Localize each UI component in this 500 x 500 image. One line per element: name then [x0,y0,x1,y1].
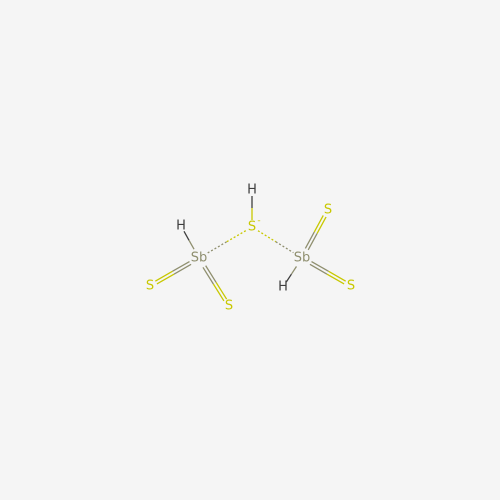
atom-label: Sb [191,251,208,266]
bond-sb2-s5 [309,261,347,285]
atom-label-backdrop [143,279,157,293]
atom-h1: H [175,219,187,234]
atom-sb2: Sb [292,248,312,268]
atom-label: H [176,219,186,234]
atom-label-backdrop [277,281,289,293]
bond-h1-sb1 [183,230,195,250]
atom-label-backdrop [175,220,187,232]
bonds-layer [154,196,347,302]
atom-s1: S [143,279,157,294]
atom-s2: S [222,299,236,314]
atom-s3: S- [245,216,261,235]
atom-h2: H [246,183,258,198]
bond-s3-sb2 [257,230,294,254]
bond-sb1-s3 [207,229,247,254]
atom-label-backdrop [245,220,259,234]
atom-label-backdrop [321,203,335,217]
atom-s4: S [321,203,335,218]
bond-sb1-s1 [154,261,192,285]
atom-label-backdrop [189,248,209,268]
atom-label-backdrop [292,248,312,268]
charge-label: - [257,216,260,226]
bond-sb1-s2 [202,265,228,302]
bond-sb2-h3 [285,266,298,283]
atom-s5: S [344,279,358,294]
atom-label: S [347,279,355,294]
atom-label-backdrop [344,279,358,293]
atom-h3: H [277,280,289,295]
atom-label: S [324,203,332,218]
atom-label-backdrop [222,299,236,313]
atom-label: Sb [294,251,311,266]
atom-label: H [278,280,288,295]
atom-label: S [225,299,233,314]
atom-label-backdrop [246,184,258,196]
atom-label: H [247,183,257,198]
bond-sb2-s4 [304,215,327,251]
atom-label: S [146,279,154,294]
atom-sb1: Sb [189,248,209,268]
atom-label: S [248,220,256,235]
